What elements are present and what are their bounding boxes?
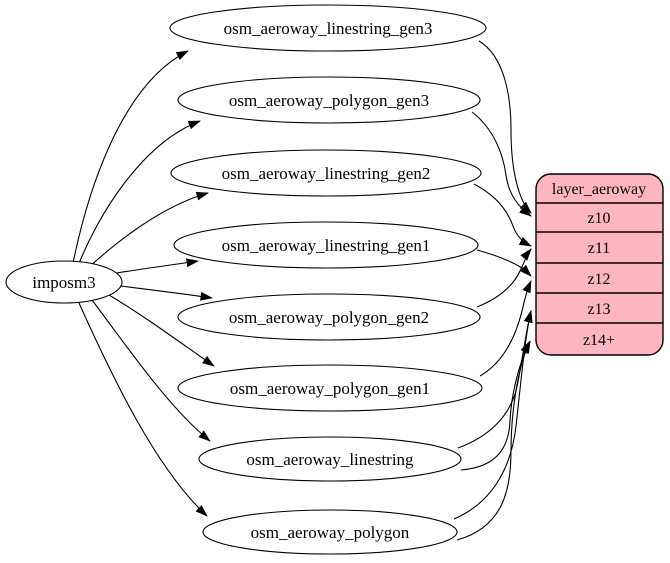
table-ellipse	[198, 436, 462, 482]
edge-imposm3-linestring-gen3	[72, 50, 189, 264]
node-imposm3: imposm3	[5, 260, 123, 304]
imposm3-ellipse	[5, 260, 123, 304]
edge-linestring-z14	[460, 341, 531, 471]
layer-row-z10: z10	[587, 210, 610, 227]
node-osm-aeroway-polygon: osm_aeroway_polygon	[202, 509, 458, 555]
layer-row-z13: z13	[587, 301, 610, 318]
table-label: osm_aeroway_linestring_gen2	[222, 164, 431, 183]
table-label: osm_aeroway_polygon	[251, 523, 410, 542]
imposm3-label: imposm3	[32, 273, 95, 292]
table-ellipse	[177, 76, 481, 124]
edge-polygon-gen2-z11	[476, 248, 532, 308]
edge-imposm3-linestring-gen1	[116, 258, 199, 274]
table-ellipse	[202, 509, 458, 555]
table-ellipse	[177, 293, 481, 341]
edge-polygon-gen1-z12	[479, 280, 532, 377]
node-osm-aeroway-linestring-gen2: osm_aeroway_linestring_gen2	[170, 149, 482, 197]
edge-imposm3-polygon	[78, 302, 208, 517]
node-osm-aeroway-linestring-gen1: osm_aeroway_linestring_gen1	[173, 221, 479, 269]
table-label: osm_aeroway_linestring_gen1	[222, 236, 431, 255]
edge-imposm3-linestring	[91, 299, 211, 442]
edge-linestring-gen3-z10	[478, 40, 532, 214]
table-ellipse	[173, 221, 479, 269]
edge-imposm3-polygon-gen1	[108, 294, 215, 367]
layer-title: layer_aeroway	[552, 181, 646, 198]
table-ellipse	[169, 4, 487, 52]
node-layer-aeroway: layer_aeroway z10 z11 z12 z13 z14+	[535, 173, 664, 356]
edge-imposm3-polygon-gen2	[120, 285, 213, 301]
node-osm-aeroway-linestring: osm_aeroway_linestring	[198, 436, 462, 482]
edges-tables-to-layer	[453, 40, 533, 541]
layer-row-z11: z11	[588, 240, 611, 257]
table-label: osm_aeroway_linestring	[246, 450, 414, 469]
edge-polygon-z14	[456, 340, 531, 541]
layer-row-z14plus: z14+	[583, 332, 615, 349]
node-osm-aeroway-polygon-gen3: osm_aeroway_polygon_gen3	[177, 76, 481, 124]
table-label: osm_aeroway_polygon_gen3	[229, 91, 429, 110]
edge-linestring-gen1-z12	[476, 249, 532, 277]
layer-row-z12: z12	[587, 271, 610, 288]
table-label: osm_aeroway_polygon_gen1	[230, 379, 430, 398]
table-label: osm_aeroway_linestring_gen3	[224, 19, 433, 38]
edge-linestring-gen2-z11	[473, 183, 532, 247]
table-ellipse	[170, 149, 482, 197]
node-osm-aeroway-linestring-gen3: osm_aeroway_linestring_gen3	[169, 4, 487, 52]
edge-polygon-gen3-z10	[471, 111, 532, 217]
layer-record-box	[535, 173, 664, 356]
table-ellipse	[177, 364, 483, 412]
node-osm-aeroway-polygon-gen2: osm_aeroway_polygon_gen2	[177, 293, 481, 341]
edge-imposm3-linestring-gen2	[86, 191, 209, 270]
edges-source-to-tables	[72, 50, 215, 517]
edge-polygon-z13	[453, 310, 533, 520]
node-osm-aeroway-polygon-gen1: osm_aeroway_polygon_gen1	[177, 364, 483, 412]
table-label: osm_aeroway_polygon_gen2	[229, 308, 429, 327]
edge-imposm3-polygon-gen3	[77, 120, 201, 267]
